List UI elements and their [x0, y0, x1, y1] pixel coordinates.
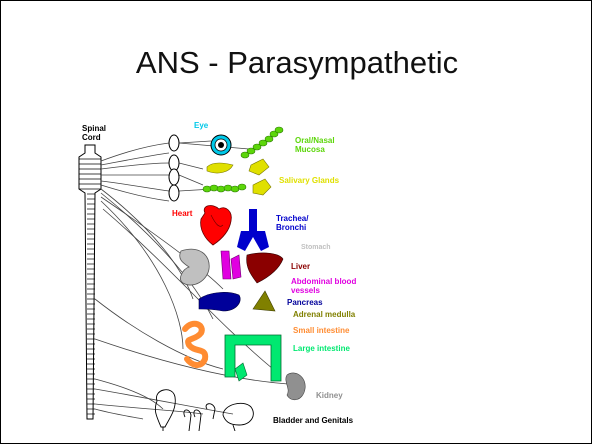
- label-salivary: Salivary Glands: [279, 176, 340, 185]
- kidney-organ: [286, 373, 305, 400]
- large-intestine-organ: [225, 335, 281, 381]
- label-bladder: Bladder and Genitals: [273, 416, 354, 425]
- ganglia: [169, 135, 179, 201]
- label-heart: Heart: [172, 209, 193, 218]
- label-trachea-line1: Trachea/: [276, 214, 309, 223]
- salivary-glands-organ: [203, 159, 271, 195]
- label-oral-nasal-line2: Mucosa: [295, 145, 325, 154]
- label-pancreas: Pancreas: [287, 298, 323, 307]
- eye-organ: [211, 135, 231, 155]
- pancreas-organ: [199, 292, 240, 311]
- label-large-intestine: Large intestine: [293, 344, 350, 353]
- label-adrenal: Adrenal medulla: [293, 310, 356, 319]
- ganglion-ciliary: [169, 135, 179, 151]
- label-liver: Liver: [291, 262, 310, 271]
- heart-organ: [201, 206, 232, 245]
- abdominal-vessels-organ: [221, 251, 241, 279]
- ganglion-submandibular: [169, 169, 179, 185]
- label-kidney: Kidney: [316, 391, 343, 400]
- label-oral-nasal-line1: Oral/Nasal: [295, 136, 335, 145]
- spinal-cord-label-line1: Spinal: [82, 124, 106, 133]
- trachea-bronchi-organ: [237, 209, 269, 251]
- label-small-intestine: Small intestine: [293, 326, 350, 335]
- slide-title: ANS - Parasympathetic: [1, 45, 592, 81]
- label-eye: Eye: [194, 121, 209, 130]
- label-stomach: Stomach: [301, 244, 331, 251]
- liver-organ: [247, 253, 283, 283]
- ganglion-otic: [169, 185, 179, 201]
- label-vessels-line2: vessels: [291, 286, 320, 295]
- oral-nasal-mucosa-organ: [241, 127, 283, 158]
- stomach-organ: [180, 249, 210, 285]
- parasympathetic-diagram: Spinal Cord: [73, 119, 393, 431]
- small-intestine-organ: [185, 324, 205, 365]
- spinal-cord-label-line2: Cord: [82, 133, 101, 142]
- spinal-column: [79, 145, 101, 419]
- adrenal-organ: [253, 291, 275, 311]
- label-trachea-line2: Bronchi: [276, 223, 306, 232]
- label-vessels-line1: Abdominal blood: [291, 277, 356, 286]
